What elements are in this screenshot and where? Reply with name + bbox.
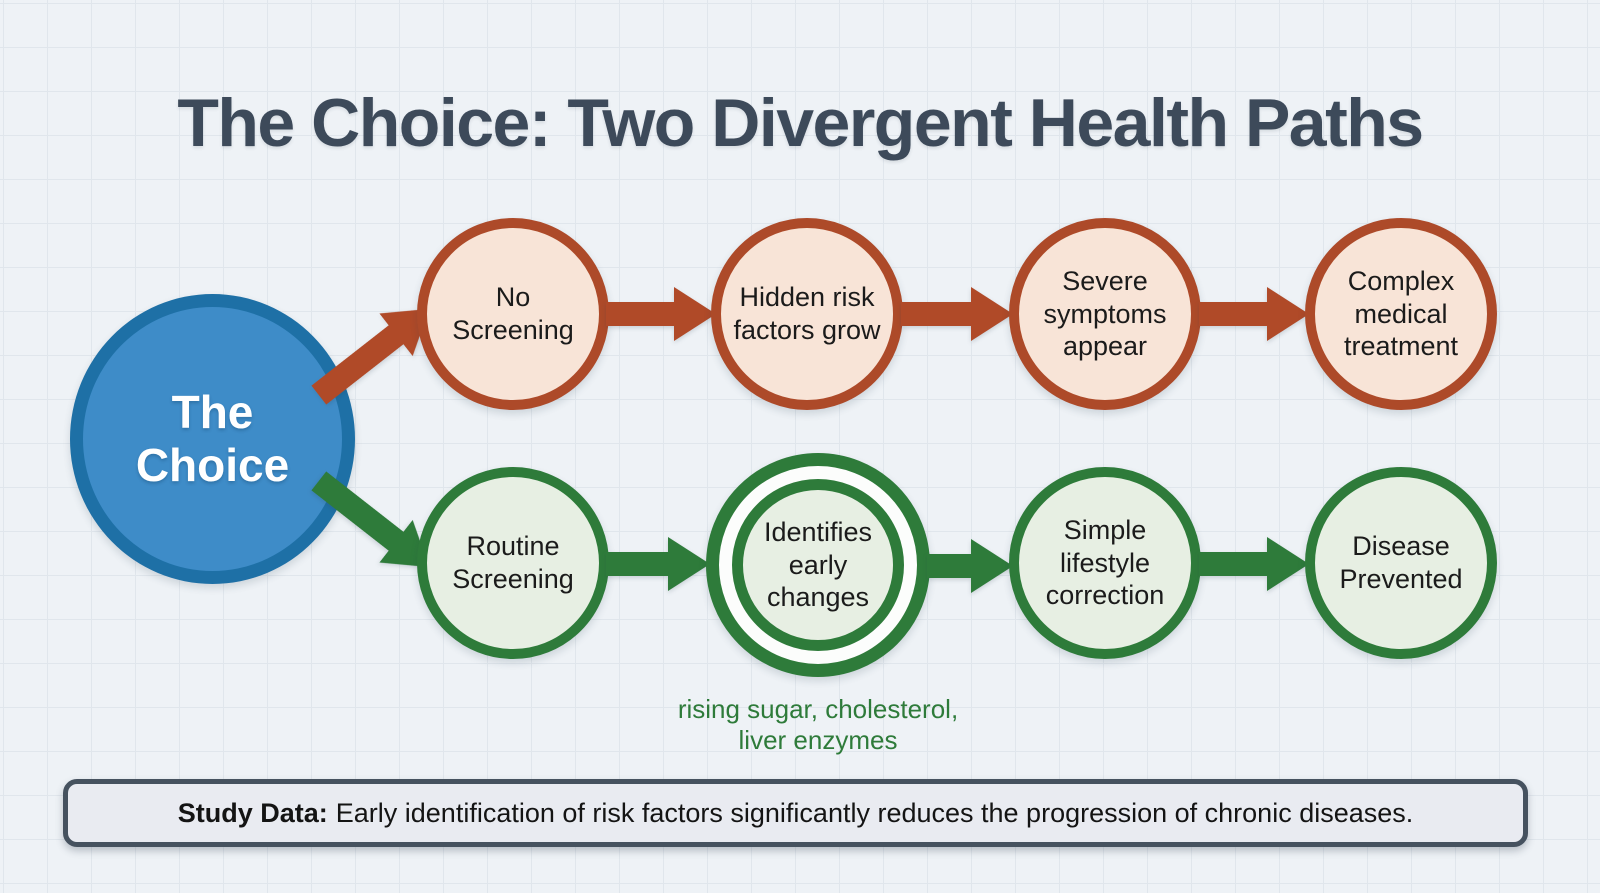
node-label: No Screening [452,282,574,345]
node-hidden-risk-factors: Hidden risk factors grow [711,218,903,410]
early-changes-annotation: rising sugar, cholesterol, liver enzymes [618,694,1018,756]
page-title: The Choice: Two Divergent Health Paths [177,85,1424,161]
node-label: Hidden risk factors grow [733,282,881,345]
arrow-shaft [1199,552,1269,576]
node-identifies-early-changes: Identifies early changes [706,453,930,677]
node-label: Disease Prevented [1339,531,1463,594]
choice-node: The Choice [70,294,355,584]
risk-arrow-3 [1199,286,1309,342]
node-label: Simple lifestyle correction [1045,514,1165,611]
arrow-head-icon [674,287,716,341]
highlight-inner-ring: Identifies early changes [732,479,904,651]
node-label: Routine Screening [452,531,574,594]
choice-label: The Choice [135,386,290,491]
node-label: Severe symptoms appear [1043,265,1167,362]
arrow-shaft [927,554,973,578]
arrow-head-icon [668,537,710,591]
node-routine-screening: Routine Screening [417,467,609,659]
annotation-line-2: liver enzymes [738,725,898,755]
arrow-head-icon [1267,287,1309,341]
risk-arrow-2 [901,286,1013,342]
arrow-shaft [311,471,406,552]
arrow-shaft [311,324,406,405]
arrow-head-icon [971,287,1013,341]
safe-arrow-3 [1199,536,1309,592]
node-lifestyle-correction: Simple lifestyle correction [1009,467,1201,659]
safe-arrow-1 [606,536,710,592]
arrow-shaft [1199,302,1269,326]
arrow-shaft [606,302,676,326]
node-label: Complex medical treatment [1343,265,1459,362]
node-severe-symptoms: Severe symptoms appear [1009,218,1201,410]
arrow-shaft [901,302,973,326]
study-data-text: Study Data:Early identification of risk … [178,798,1414,829]
arrow-head-icon [1267,537,1309,591]
annotation-line-1: rising sugar, cholesterol, [677,694,959,724]
arrow-head-icon [971,539,1013,593]
node-no-screening: No Screening [417,218,609,410]
study-data-box: Study Data:Early identification of risk … [63,779,1528,847]
node-complex-treatment: Complex medical treatment [1305,218,1497,410]
safe-arrow-2 [927,538,1013,594]
study-data-label: Study Data: [177,797,328,828]
arrow-shaft [606,552,670,576]
node-disease-prevented: Disease Prevented [1305,467,1497,659]
risk-arrow-1 [606,286,716,342]
node-label: Identifies early changes [763,516,873,613]
study-data-body: Early identification of risk factors sig… [335,797,1414,828]
